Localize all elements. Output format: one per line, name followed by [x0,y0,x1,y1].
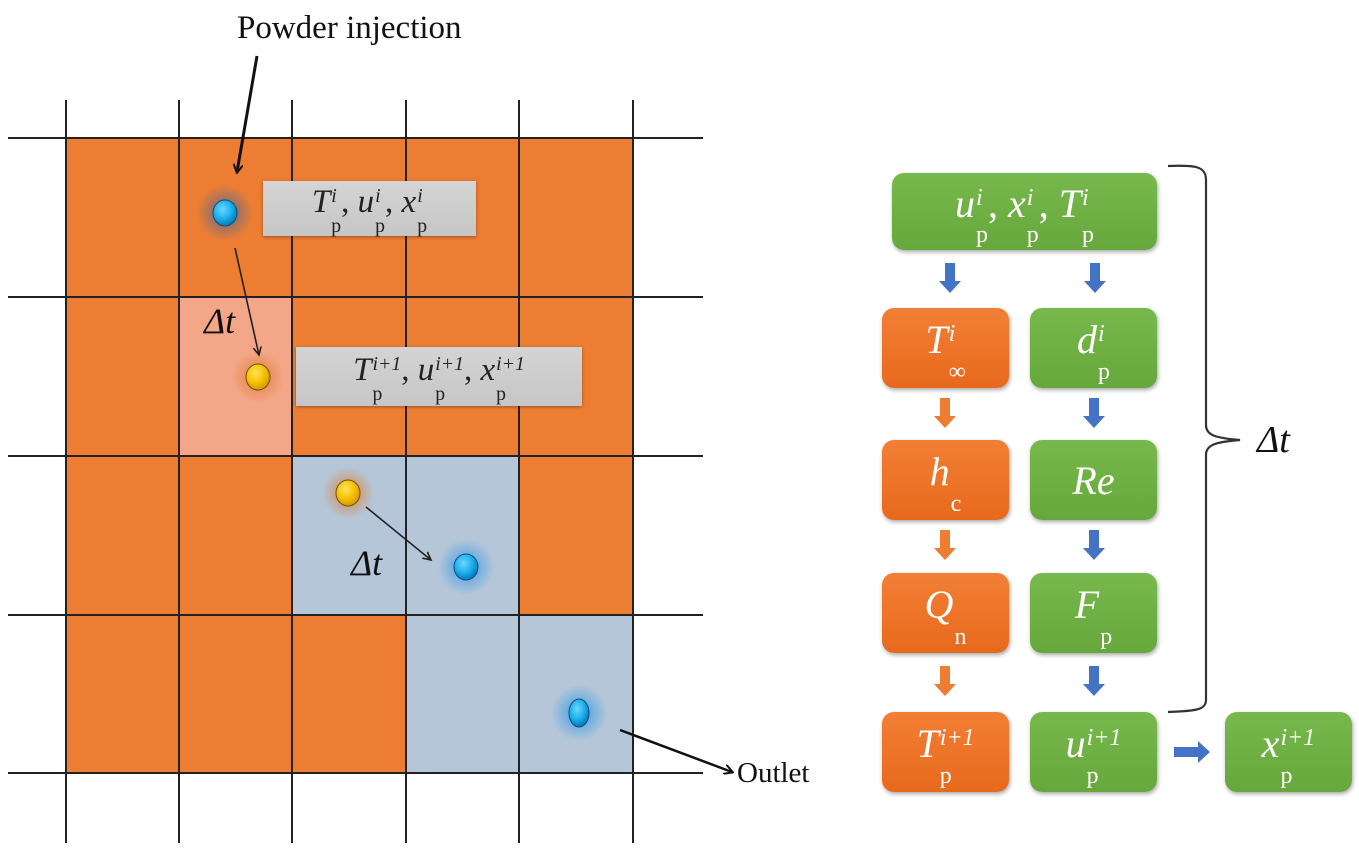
trajectory-arrow-2 [365,506,431,560]
dt-label-2: Δt [351,542,382,584]
grid-cell-hot [179,456,292,615]
grid-cell-cool [406,615,519,773]
grid-cell-hot [179,615,292,773]
down-arrow-orange-icon [934,530,956,560]
grid-cell-hot [66,615,179,773]
dt-label-1: Δt [204,300,235,342]
flow-box-reynolds-number-formula: Re [1072,457,1115,503]
down-arrow-orange-icon [934,398,956,428]
brace-dt-text: Δt [1257,419,1290,461]
down-arrow-blue-icon [1083,398,1105,428]
powder-injection-label: Powder injection [237,10,462,46]
down-arrow-blue-icon [1083,666,1105,696]
down-arrow-blue-icon [939,263,961,293]
flow-box-heat-transfer-coef-formula: h c [929,449,962,517]
right-arrow-blue-icon [1174,741,1210,763]
grid-cell-hot [519,456,633,615]
dt-label-2-text: Δt [351,543,383,583]
grid-cell-hot [66,138,179,297]
grid-cell-hot [519,138,633,297]
grid-cell-hot [66,456,179,615]
injection-arrow [237,55,259,172]
time-step-brace [1167,164,1241,714]
flow-box-heat-flux-formula: Q n [924,582,967,650]
particle-heated-1 [232,351,284,403]
particle-heated-2 [322,467,374,519]
flow-box-heat-transfer-coef: h c [882,440,1009,520]
grid-cell-hot [66,297,179,456]
flow-box-heat-flux: Q n [882,573,1009,653]
flow-box-drag-force: F p [1030,573,1157,653]
outlet-label: Outlet [737,757,810,789]
down-arrow-orange-icon [934,666,956,696]
flow-box-drag-force-formula: F p [1074,582,1113,650]
particle-cooled-1 [438,539,494,595]
particle-injected [197,185,253,241]
grid-cell-hot [292,615,406,773]
dt-label-1-text: Δt [204,301,236,341]
down-arrow-blue-icon [1083,530,1105,560]
trajectory-arrow-1 [234,247,259,355]
outlet-arrow [619,728,732,772]
particle-outlet [551,685,607,741]
brace-dt-label: Δt [1257,418,1290,462]
grid-diagram [8,55,860,843]
flow-box-reynolds-number: Re [1030,440,1157,520]
down-arrow-blue-icon [1084,263,1106,293]
